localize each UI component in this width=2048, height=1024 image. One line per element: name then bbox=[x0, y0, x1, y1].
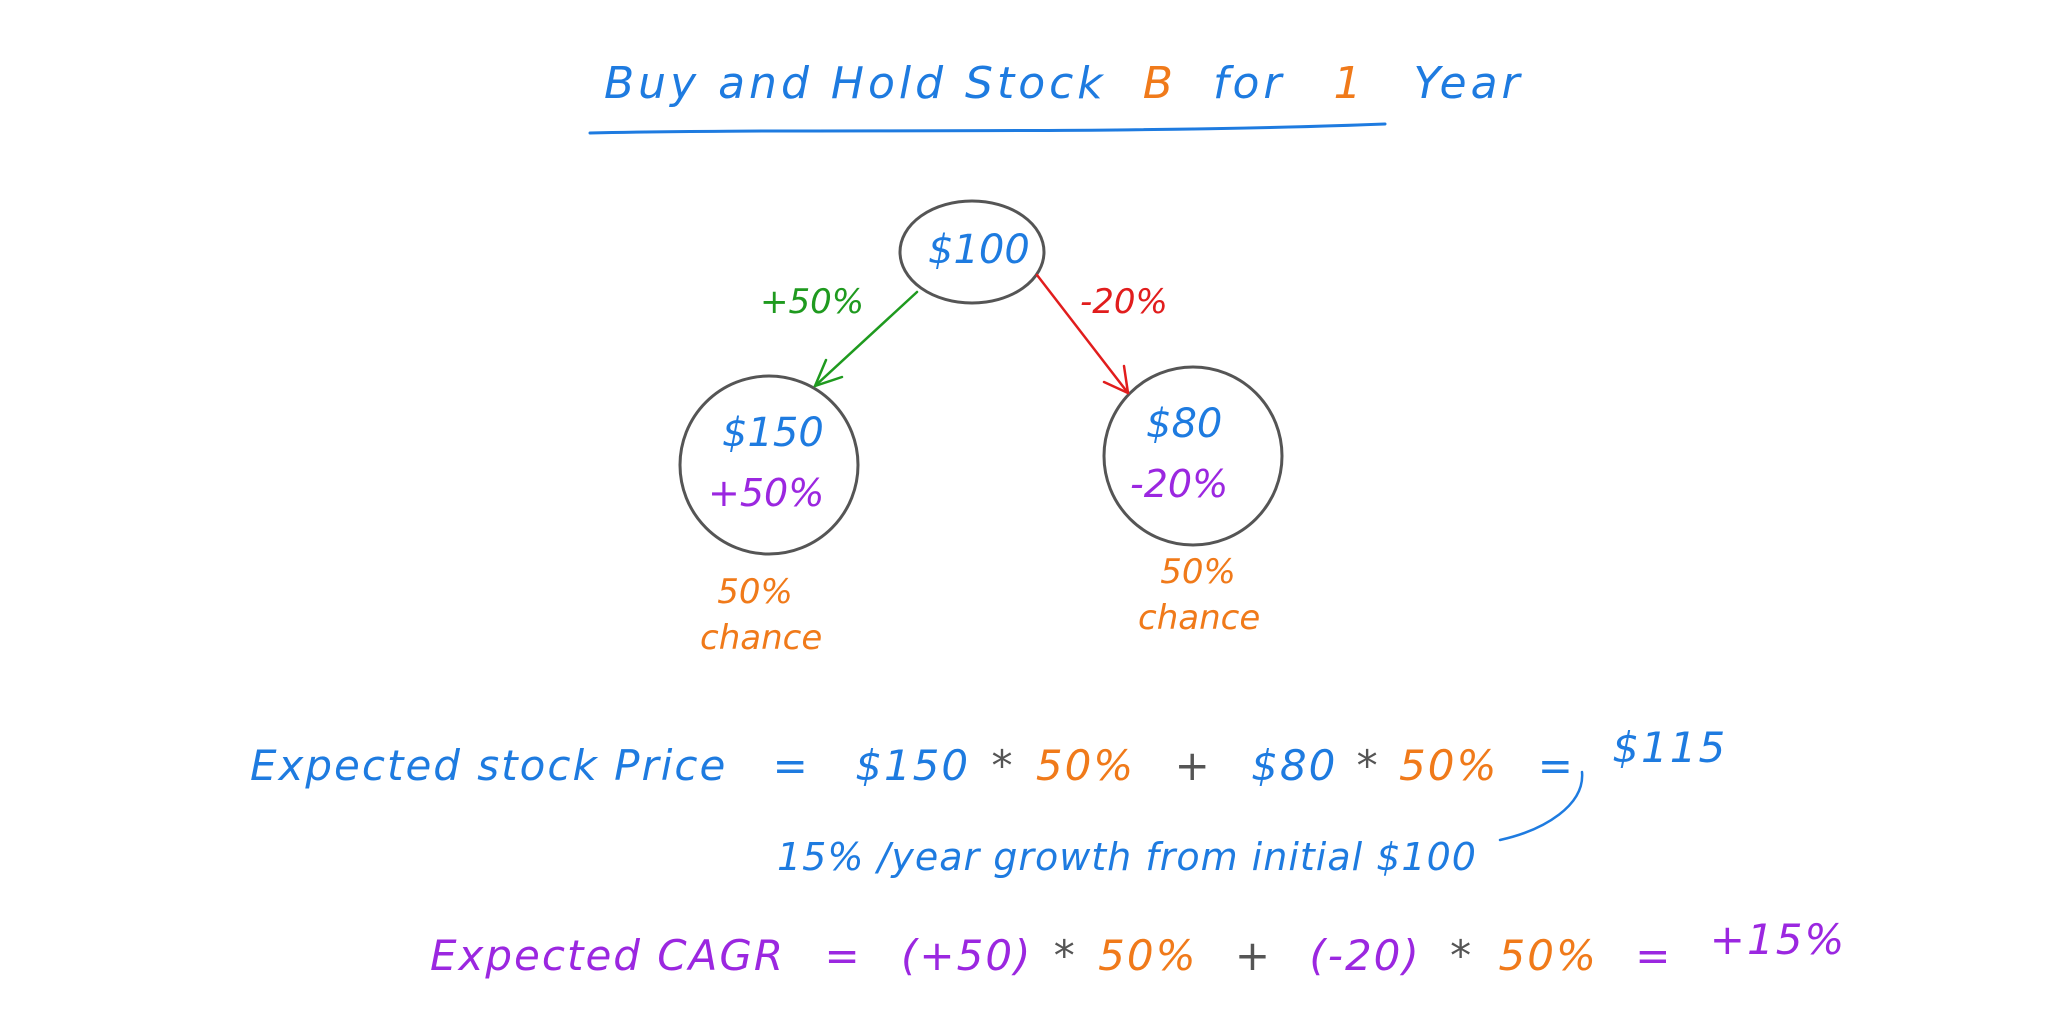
expected-price-plus: + bbox=[1174, 741, 1212, 790]
expected-cagr-p2: 50% bbox=[1498, 931, 1598, 980]
up-prob-word: chance bbox=[700, 618, 823, 658]
down-node-value: $80 bbox=[1146, 401, 1223, 447]
down-edge-label: -20% bbox=[1080, 282, 1168, 322]
growth-connector bbox=[1498, 770, 1584, 842]
expected-price-eq1: = bbox=[772, 741, 810, 790]
up-node-probability: 50% chance bbox=[700, 572, 823, 658]
up-prob-value: 50% bbox=[717, 572, 793, 612]
expected-cagr-mul1: * bbox=[1053, 931, 1077, 980]
expected-price-mul1: * bbox=[991, 741, 1015, 790]
title-stock-letter: B bbox=[1142, 58, 1177, 109]
up-edge-label: +50% bbox=[760, 282, 865, 322]
expected-cagr-r1: (+50) bbox=[901, 931, 1033, 980]
expected-cagr-eq2: = bbox=[1635, 931, 1673, 980]
up-edge-arrow bbox=[813, 290, 919, 388]
expected-cagr-p1: 50% bbox=[1098, 931, 1198, 980]
expected-price-v1: $150 bbox=[855, 741, 971, 790]
down-node-return: -20% bbox=[1130, 462, 1229, 506]
expected-price-eq2: = bbox=[1537, 741, 1575, 790]
growth-note: 15% /year growth from initial $100 bbox=[777, 835, 1477, 879]
expected-price-mul2: * bbox=[1356, 741, 1380, 790]
down-edge-arrowhead bbox=[1102, 364, 1130, 395]
expected-cagr-eq1: = bbox=[824, 931, 862, 980]
expected-price-v2: $80 bbox=[1251, 741, 1338, 790]
expected-price-result: $115 bbox=[1612, 723, 1728, 772]
down-prob-value: 50% bbox=[1160, 552, 1236, 592]
up-node-value: $150 bbox=[722, 410, 824, 456]
expected-price-p2: 50% bbox=[1399, 741, 1499, 790]
down-edge-arrow bbox=[1035, 273, 1130, 395]
expected-cagr-label: Expected CAGR bbox=[430, 931, 786, 980]
expected-cagr-r2: (-20) bbox=[1309, 931, 1421, 980]
expected-cagr-plus: + bbox=[1234, 931, 1273, 980]
title-part3: Year bbox=[1413, 58, 1524, 109]
root-node-circle bbox=[898, 199, 1046, 305]
up-node-circle bbox=[678, 374, 860, 556]
title-part2: for bbox=[1212, 58, 1286, 109]
page-title: Buy and Hold Stock B for 1 Year bbox=[604, 62, 1524, 106]
title-underline bbox=[588, 122, 1387, 135]
expected-price-label: Expected stock Price bbox=[250, 741, 728, 790]
root-node-value: $100 bbox=[928, 227, 1030, 273]
expected-cagr-mul2: * bbox=[1450, 931, 1474, 980]
down-node-circle bbox=[1102, 365, 1284, 547]
expected-cagr-result: +15% bbox=[1709, 915, 1847, 964]
title-part1: Buy and Hold Stock bbox=[604, 58, 1107, 109]
down-prob-word: chance bbox=[1138, 598, 1261, 638]
title-years: 1 bbox=[1333, 58, 1366, 109]
expected-price-equation: Expected stock Price = $150 * 50% + $80 … bbox=[250, 727, 1727, 787]
up-edge-arrowhead bbox=[813, 358, 844, 388]
expected-cagr-equation: Expected CAGR = (+50) * 50% + (-20) * 50… bbox=[430, 919, 1846, 977]
up-node-return: +50% bbox=[708, 471, 825, 515]
down-node-probability: 50% chance bbox=[1138, 552, 1261, 638]
expected-price-p1: 50% bbox=[1035, 741, 1136, 790]
